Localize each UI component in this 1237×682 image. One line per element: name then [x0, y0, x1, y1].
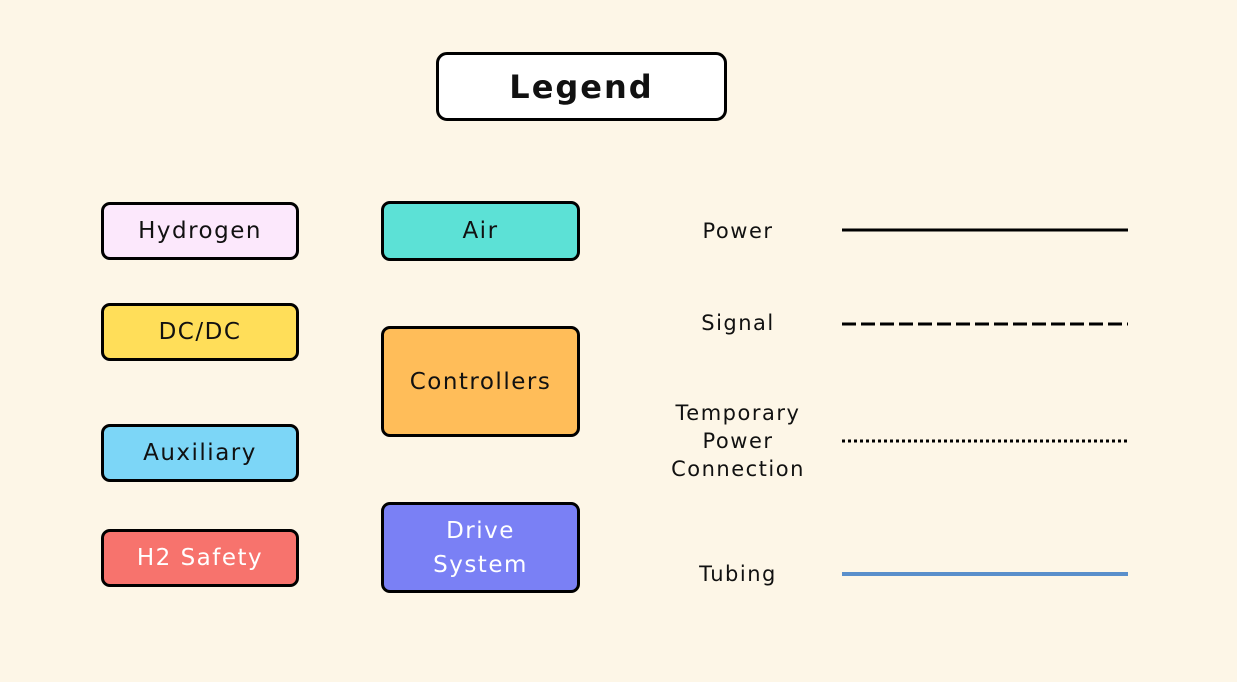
h2-safety-box: H2 Safety [101, 529, 299, 587]
legend-title: Legend [436, 52, 727, 121]
tubing-line-sample [842, 572, 1128, 576]
air-label: Air [462, 218, 499, 244]
controllers-box: Controllers [381, 326, 580, 437]
drive-system-label: Drive System [433, 517, 528, 578]
auxiliary-label: Auxiliary [143, 440, 257, 466]
temporary-power-connection-line-sample [842, 439, 1128, 443]
controllers-label: Controllers [409, 368, 552, 395]
dcdc-box: DC/DC [101, 303, 299, 361]
air-box: Air [381, 201, 580, 261]
hydrogen-label: Hydrogen [138, 218, 262, 244]
hydrogen-box: Hydrogen [101, 202, 299, 260]
dcdc-label: DC/DC [158, 319, 242, 345]
tubing-label: Tubing [699, 562, 777, 586]
drive-system-box: Drive System [381, 502, 580, 593]
power-line-sample [842, 228, 1128, 232]
signal-label: Signal [701, 311, 775, 335]
auxiliary-box: Auxiliary [101, 424, 299, 482]
h2-safety-label: H2 Safety [136, 545, 264, 571]
temporary-power-connection-label: Temporary Power Connection [671, 401, 805, 481]
signal-line-sample [842, 322, 1128, 326]
power-label: Power [702, 219, 774, 243]
